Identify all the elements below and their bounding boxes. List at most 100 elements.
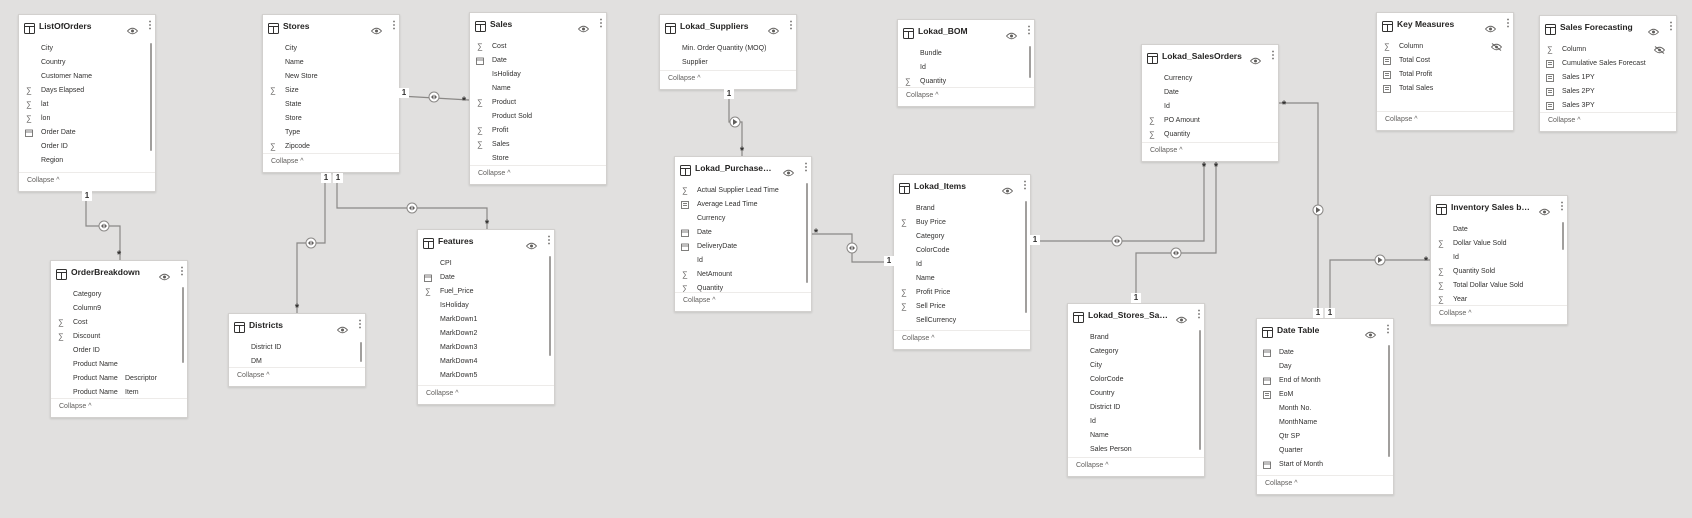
field-row[interactable]: Store: [470, 152, 606, 166]
field-row[interactable]: ∑PO Amount: [1142, 114, 1278, 128]
table-header[interactable]: Lokad_Items⋮: [894, 175, 1030, 197]
field-row[interactable]: Total Sales: [1377, 82, 1513, 96]
field-row[interactable]: MarkDown1: [418, 313, 554, 327]
field-row[interactable]: Brand: [1068, 331, 1204, 345]
table-header[interactable]: OrderBreakdown⋮: [51, 261, 187, 283]
bidirectional-filter-icon[interactable]: [846, 242, 858, 254]
field-row[interactable]: Date: [1431, 223, 1567, 237]
more-options-icon[interactable]: ⋮: [1268, 50, 1278, 61]
field-row[interactable]: Id: [894, 258, 1030, 272]
field-row[interactable]: IsHoliday: [418, 299, 554, 313]
field-row[interactable]: Name: [894, 272, 1030, 286]
field-row[interactable]: ∑Cost: [51, 316, 187, 330]
visibility-eye-icon[interactable]: [370, 22, 383, 35]
field-row[interactable]: Month No.: [1257, 402, 1393, 416]
bidirectional-filter-icon[interactable]: [428, 91, 440, 103]
single-filter-icon[interactable]: [1374, 254, 1386, 266]
field-row[interactable]: ∑Profit Price: [894, 286, 1030, 300]
field-row[interactable]: ∑Quantity: [898, 75, 1034, 89]
scrollbar[interactable]: [1199, 330, 1201, 450]
field-row[interactable]: Region: [19, 154, 155, 168]
visibility-eye-icon[interactable]: [1249, 52, 1262, 65]
field-row[interactable]: Store: [263, 112, 399, 126]
field-row[interactable]: Brand: [894, 202, 1030, 216]
table-header[interactable]: Lokad_Stores_Sales⋮: [1068, 304, 1204, 326]
field-row[interactable]: Id: [1142, 100, 1278, 114]
more-options-icon[interactable]: ⋮: [1383, 324, 1393, 335]
field-row[interactable]: ∑Fuel_Price: [418, 285, 554, 299]
field-row[interactable]: ∑Buy Price: [894, 216, 1030, 230]
visibility-eye-icon[interactable]: [158, 268, 171, 281]
field-row[interactable]: ColorCode: [894, 244, 1030, 258]
relationship-line-items-salesorders[interactable]: [1031, 162, 1205, 242]
single-filter-icon[interactable]: [729, 116, 741, 128]
more-options-icon[interactable]: ⋮: [1557, 201, 1567, 212]
field-row[interactable]: Id: [1431, 251, 1567, 265]
field-row[interactable]: ∑Quantity: [1142, 128, 1278, 142]
collapse-button[interactable]: Collapse ^: [1076, 462, 1109, 469]
visibility-eye-icon[interactable]: [336, 321, 349, 334]
collapse-button[interactable]: Collapse ^: [906, 92, 939, 99]
field-row[interactable]: IsHoliday: [470, 68, 606, 82]
table-header[interactable]: Key Measures⋮: [1377, 13, 1513, 35]
visibility-eye-icon[interactable]: [577, 20, 590, 33]
field-row[interactable]: ∑Column: [1377, 40, 1513, 54]
field-row[interactable]: MonthName: [1257, 416, 1393, 430]
scrollbar[interactable]: [360, 342, 362, 362]
field-row[interactable]: Customer Name: [19, 70, 155, 84]
field-row[interactable]: Category: [894, 230, 1030, 244]
more-options-icon[interactable]: ⋮: [1024, 25, 1034, 36]
field-row[interactable]: ∑Actual Supplier Lead Time: [675, 184, 811, 198]
scrollbar[interactable]: [1562, 222, 1564, 250]
field-row[interactable]: Total Profit: [1377, 68, 1513, 82]
table-header[interactable]: Lokad_SalesOrders⋮: [1142, 45, 1278, 67]
table-header[interactable]: Lokad_BOM⋮: [898, 20, 1034, 42]
table-header[interactable]: Lokad_PurchaseOrders⋮: [675, 157, 811, 179]
field-row[interactable]: Id: [1068, 415, 1204, 429]
more-options-icon[interactable]: ⋮: [801, 162, 811, 173]
collapse-button[interactable]: Collapse ^: [426, 390, 459, 397]
field-row[interactable]: ∑Total Dollar Value Sold: [1431, 279, 1567, 293]
more-options-icon[interactable]: ⋮: [1503, 18, 1513, 29]
table-header[interactable]: Sales⋮: [470, 13, 606, 35]
scrollbar[interactable]: [182, 287, 184, 363]
visibility-eye-icon[interactable]: [1538, 203, 1551, 216]
bidirectional-filter-icon[interactable]: [1111, 235, 1123, 247]
bidirectional-filter-icon[interactable]: [1170, 247, 1182, 259]
scrollbar[interactable]: [806, 183, 808, 283]
field-row[interactable]: Quarter: [1257, 444, 1393, 458]
field-row[interactable]: ∑Profit: [470, 124, 606, 138]
field-row[interactable]: Date: [675, 226, 811, 240]
field-row[interactable]: Date: [418, 271, 554, 285]
field-row[interactable]: Product Name: [51, 358, 187, 372]
visibility-eye-icon[interactable]: [1484, 20, 1497, 33]
field-row[interactable]: SellCurrency: [894, 314, 1030, 328]
scrollbar[interactable]: [1029, 46, 1031, 78]
field-row[interactable]: MarkDown5: [418, 369, 554, 383]
visibility-eye-icon[interactable]: [525, 237, 538, 250]
table-header[interactable]: Districts⋮: [229, 314, 365, 336]
table-header[interactable]: ListOfOrders⋮: [19, 15, 155, 37]
more-options-icon[interactable]: ⋮: [389, 20, 399, 31]
scrollbar[interactable]: [1025, 201, 1027, 313]
field-row[interactable]: City: [19, 42, 155, 56]
bidirectional-filter-icon[interactable]: [98, 220, 110, 232]
collapse-button[interactable]: Collapse ^: [1385, 116, 1418, 123]
field-row[interactable]: Name: [1068, 429, 1204, 443]
more-options-icon[interactable]: ⋮: [786, 20, 796, 31]
field-row[interactable]: Average Lead Time: [675, 198, 811, 212]
field-row[interactable]: Name: [263, 56, 399, 70]
field-row[interactable]: Date: [1142, 86, 1278, 100]
field-row[interactable]: Date: [1257, 346, 1393, 360]
field-row[interactable]: Currency: [1142, 72, 1278, 86]
field-row[interactable]: Order ID: [19, 140, 155, 154]
collapse-button[interactable]: Collapse ^: [902, 335, 935, 342]
collapse-button[interactable]: Collapse ^: [27, 177, 60, 184]
field-row[interactable]: New Store: [263, 70, 399, 84]
field-row[interactable]: Currency: [675, 212, 811, 226]
field-row[interactable]: City: [1068, 359, 1204, 373]
